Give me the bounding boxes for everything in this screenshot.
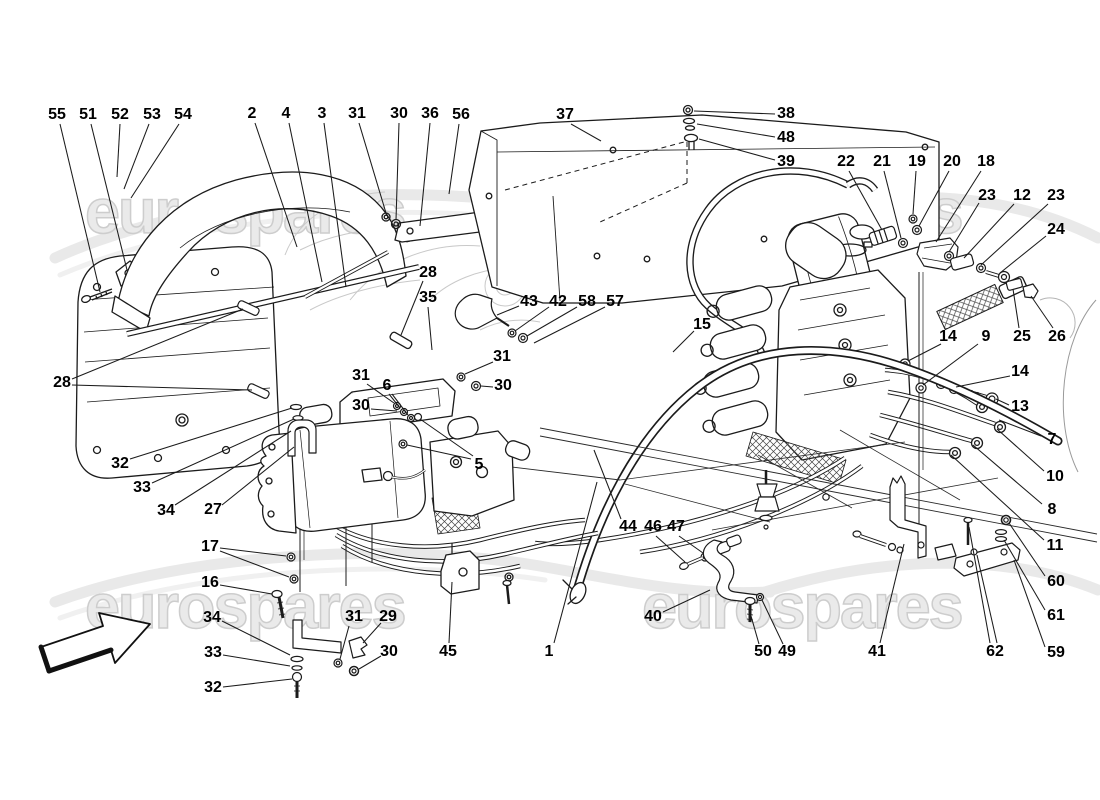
part-label-40[interactable]: 40 [644,608,662,625]
part-label-24[interactable]: 24 [1047,221,1065,238]
part-label-29[interactable]: 29 [379,608,397,625]
part-label-31[interactable]: 31 [345,608,363,625]
part-label-30[interactable]: 30 [390,105,408,122]
part-label-28[interactable]: 28 [419,264,437,281]
part-label-7[interactable]: 7 [1047,431,1057,448]
part-label-34[interactable]: 34 [203,609,221,626]
part-label-52[interactable]: 52 [111,106,129,123]
main-pipe [562,345,1063,605]
part-label-5[interactable]: 5 [474,456,484,473]
part-label-60[interactable]: 60 [1047,573,1065,590]
part-label-9[interactable]: 9 [981,328,991,345]
part-label-36[interactable]: 36 [421,105,439,122]
part-label-30[interactable]: 30 [352,397,370,414]
watermark-text-3: eurospares [641,572,964,642]
part-label-61[interactable]: 61 [1047,607,1065,624]
part-label-32[interactable]: 32 [111,455,129,472]
part-label-45[interactable]: 45 [439,643,457,660]
part-label-34[interactable]: 34 [157,502,175,519]
part-label-14[interactable]: 14 [939,328,957,345]
part-label-15[interactable]: 15 [693,316,711,333]
part-label-43[interactable]: 43 [520,293,538,310]
part-label-4[interactable]: 4 [281,105,291,122]
part-label-57[interactable]: 57 [606,293,624,310]
part-label-33[interactable]: 33 [133,479,151,496]
part-label-56[interactable]: 56 [452,106,470,123]
part-label-54[interactable]: 54 [174,106,192,123]
part-label-1[interactable]: 1 [544,643,554,660]
part-label-23[interactable]: 23 [1047,187,1065,204]
part-label-55[interactable]: 55 [48,106,66,123]
part-label-12[interactable]: 12 [1013,187,1031,204]
part-label-3[interactable]: 3 [317,105,327,122]
part-label-44[interactable]: 44 [619,518,637,535]
part-label-20[interactable]: 20 [943,153,961,170]
reservoir-fittings [868,214,1039,299]
part-label-33[interactable]: 33 [204,644,222,661]
part-label-59[interactable]: 59 [1047,644,1065,661]
part-label-31[interactable]: 31 [493,348,511,365]
lower-left-hardware [237,300,368,698]
part-label-41[interactable]: 41 [868,643,886,660]
part-label-8[interactable]: 8 [1047,501,1057,518]
mid-fasteners [392,293,529,449]
clutch-actuator-assembly [257,331,599,605]
part-label-62[interactable]: 62 [986,643,1004,660]
part-label-17[interactable]: 17 [201,538,219,555]
pipe-bracket-hardware [679,534,765,622]
part-label-42[interactable]: 42 [549,293,567,310]
part-label-2[interactable]: 2 [247,105,257,122]
part-label-25[interactable]: 25 [1013,328,1031,345]
direction-arrow [38,612,151,674]
part-label-21[interactable]: 21 [873,153,891,170]
part-label-31[interactable]: 31 [348,105,366,122]
part-label-18[interactable]: 18 [977,153,995,170]
part-label-11[interactable]: 11 [1046,537,1064,554]
part-label-28[interactable]: 28 [53,374,71,391]
part-label-30[interactable]: 30 [380,643,398,660]
part-label-39[interactable]: 39 [777,153,795,170]
rear-mount-hardware [754,470,1021,577]
part-label-10[interactable]: 10 [1046,468,1064,485]
part-label-37[interactable]: 37 [556,106,574,123]
part-label-19[interactable]: 19 [908,153,926,170]
part-label-6[interactable]: 6 [382,377,392,394]
part-label-58[interactable]: 58 [578,293,596,310]
part-label-47[interactable]: 47 [667,518,685,535]
part-label-32[interactable]: 32 [204,679,222,696]
leader-lines [59,110,1054,688]
part-label-16[interactable]: 16 [201,574,219,591]
part-label-14[interactable]: 14 [1011,363,1029,380]
part-label-30[interactable]: 30 [494,377,512,394]
part-label-22[interactable]: 22 [837,153,855,170]
part-label-46[interactable]: 46 [644,518,662,535]
part-label-26[interactable]: 26 [1048,328,1066,345]
part-label-35[interactable]: 35 [419,289,437,306]
part-label-48[interactable]: 48 [777,129,795,146]
part-label-23[interactable]: 23 [978,187,996,204]
part-label-51[interactable]: 51 [79,106,97,123]
part-label-27[interactable]: 27 [204,501,222,518]
part-label-31[interactable]: 31 [352,367,370,384]
part-label-49[interactable]: 49 [778,643,796,660]
part-label-38[interactable]: 38 [777,105,795,122]
part-label-13[interactable]: 13 [1011,398,1029,415]
hydraulic-power-unit [534,221,1028,556]
part-label-50[interactable]: 50 [754,643,772,660]
part-label-53[interactable]: 53 [143,106,161,123]
